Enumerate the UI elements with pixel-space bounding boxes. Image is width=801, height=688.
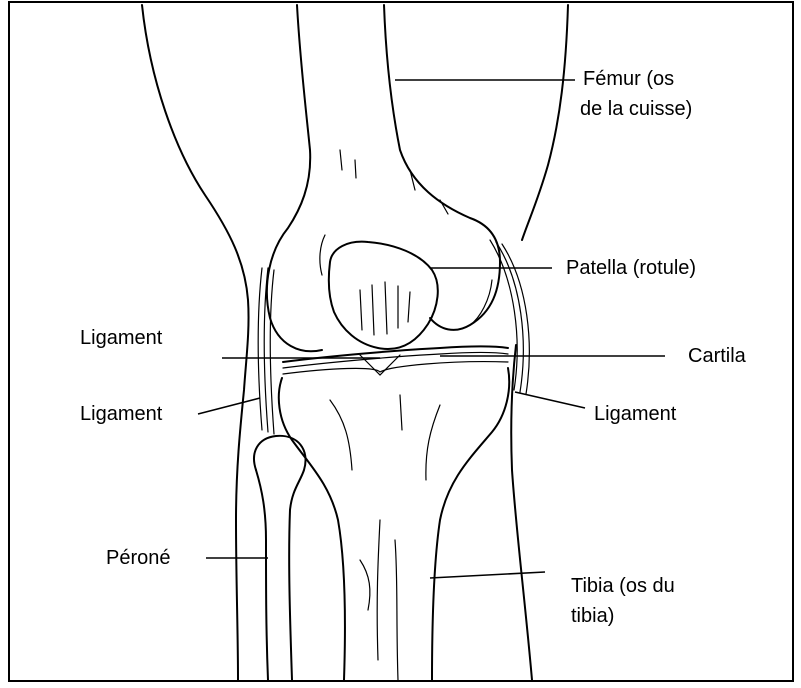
label-tibia-line1: Tibia (os du [571,575,675,597]
label-ligament-upper-left: Ligament [80,327,163,349]
label-patella: Patella (rotule) [566,257,696,279]
label-fibula: Péroné [106,547,171,569]
label-femur-line2: de la cuisse) [580,98,692,120]
label-tibia-line2: tibia) [571,605,614,627]
label-ligament-right: Ligament [594,403,677,425]
label-cartilage: Cartila [688,345,747,367]
label-femur-line1: Fémur (os [583,68,674,90]
label-ligament-lower-left: Ligament [80,403,163,425]
